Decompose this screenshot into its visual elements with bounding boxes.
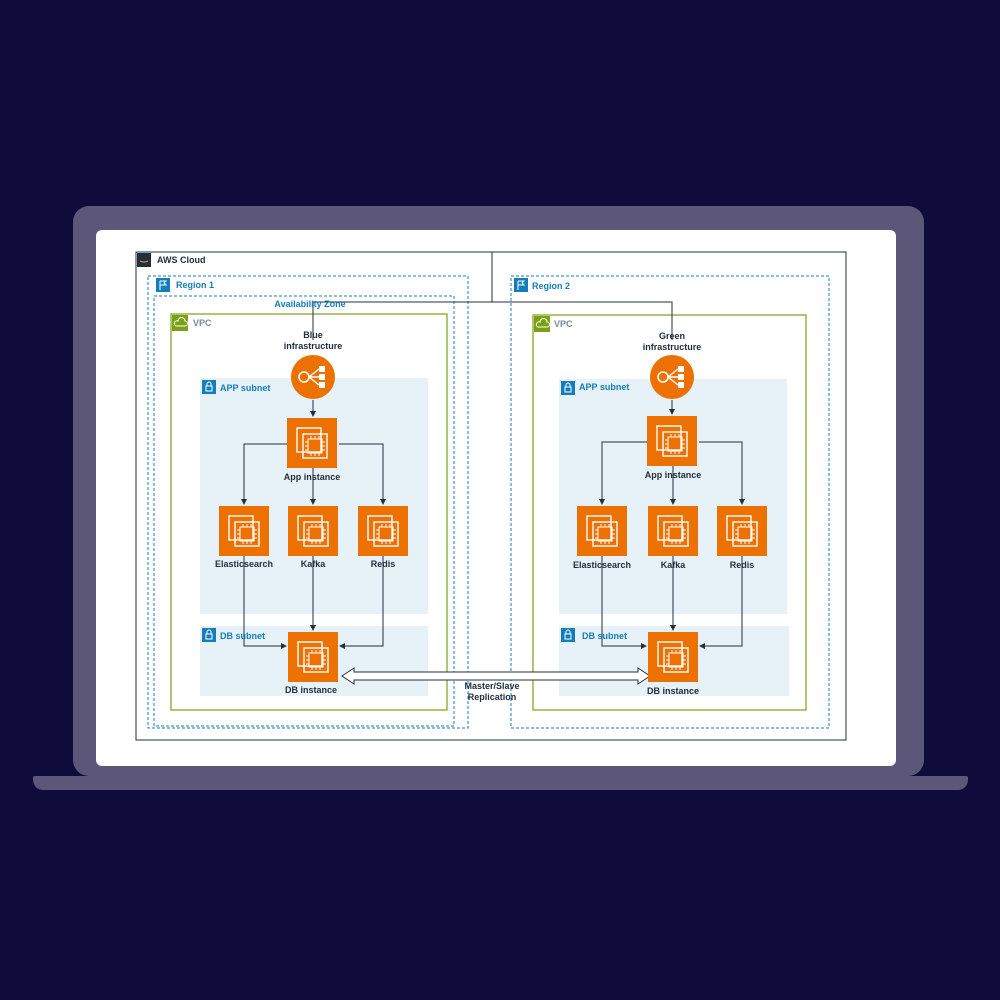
- vpc2-label: VPC: [554, 319, 573, 329]
- aws-logo-icon: [137, 253, 151, 267]
- redis-icon: [716, 505, 768, 557]
- app-instance1-label: App instance: [283, 472, 341, 482]
- elasticsearch-icon: [576, 505, 628, 557]
- kafka-icon: [647, 505, 699, 557]
- app-instance2-label: App instance: [644, 470, 702, 480]
- blue-infra-label: Blue infrastructure: [283, 330, 343, 351]
- app-subnet1-label: APP subnet: [220, 383, 271, 393]
- kafka1-label: Kafka: [300, 559, 326, 569]
- db-subnet2-label: DB subnet: [582, 631, 627, 641]
- kafka-icon: [287, 505, 339, 557]
- green-infra-label: Green infrastructure: [642, 331, 702, 352]
- region-flag-icon: [514, 278, 528, 292]
- laptop-base: [33, 776, 968, 790]
- app-subnet2-label: APP subnet: [579, 382, 630, 392]
- app-instance-icon: [286, 417, 338, 469]
- aws-cloud-label: AWS Cloud: [157, 255, 206, 265]
- lock-icon: [561, 628, 575, 642]
- lock-icon: [202, 380, 216, 394]
- elasticsearch-icon: [218, 505, 270, 557]
- region1-group: [147, 275, 469, 729]
- db-subnet1-label: DB subnet: [220, 631, 265, 641]
- region2-label: Region 2: [532, 281, 571, 291]
- aws-cloud-group: [135, 251, 847, 741]
- vpc-cloud-icon: [534, 316, 550, 332]
- load-balancer-icon: [290, 354, 336, 400]
- db-instance2-label: DB instance: [646, 686, 700, 696]
- redis2-label: Redis: [729, 560, 755, 570]
- vpc-cloud-icon: [172, 315, 188, 331]
- app-instance-icon: [646, 415, 698, 467]
- availability-zone-group: [153, 295, 455, 727]
- vpc1-group: [170, 313, 448, 711]
- region1-label: Region 1: [176, 280, 215, 290]
- kafka2-label: Kafka: [660, 560, 686, 570]
- redis-icon: [357, 505, 409, 557]
- db-instance1-label: DB instance: [284, 685, 338, 695]
- entry-connector: [241, 252, 745, 649]
- region-flag-icon: [156, 278, 170, 292]
- architecture-diagram: [135, 251, 847, 741]
- db-instance-icon: [647, 631, 699, 683]
- vpc1-label: VPC: [193, 318, 212, 328]
- load-balancer-icon: [649, 354, 695, 400]
- lock-icon: [202, 628, 216, 642]
- db-instance-icon: [287, 631, 339, 683]
- lock-icon: [561, 381, 575, 395]
- redis1-label: Redis: [370, 559, 396, 569]
- vpc2-group: [532, 314, 807, 711]
- elasticsearch1-label: Elasticsearch: [214, 559, 274, 569]
- replication-label: Master/Slave Replication: [464, 681, 520, 702]
- elasticsearch2-label: Elasticsearch: [572, 560, 632, 570]
- availability-zone-label: Availability Zone: [274, 299, 346, 309]
- laptop-screen: AWS Cloud Availability Zone Region 1 VPC…: [96, 230, 896, 766]
- app-subnet1: [200, 378, 428, 614]
